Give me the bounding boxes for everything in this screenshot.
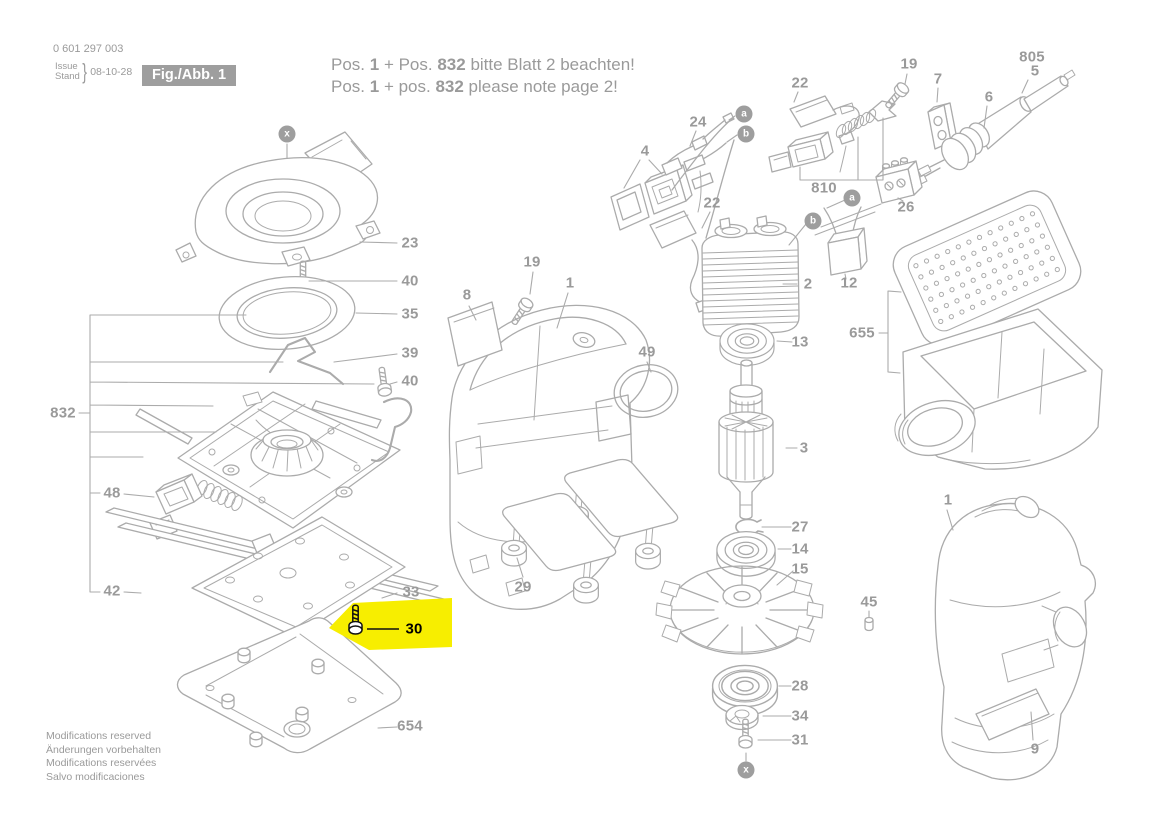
screw-40-mid [374, 365, 393, 398]
callout-8: 8 [462, 286, 472, 304]
callout-34: 34 [791, 707, 809, 725]
callout-22-left: 22 [703, 194, 721, 212]
modifications-line-fr: Modifications reservées [46, 757, 157, 769]
base-plate-654 [176, 617, 402, 754]
callout-23: 23 [401, 234, 419, 252]
sole-plate-assembly-832 [135, 391, 413, 529]
brace-glyph: } [82, 59, 87, 84]
ball-bearing-14 [716, 530, 776, 577]
modifications-line-de: Änderungen vorbehalten [46, 743, 162, 756]
callout-27: 27 [791, 518, 809, 536]
highlight-position-30 [329, 598, 452, 650]
callout-4: 4 [640, 142, 650, 160]
screw-19-right [881, 80, 912, 112]
fan-15 [655, 565, 824, 655]
callout-35: 35 [401, 305, 419, 323]
modifications-line-en: Modifications reserved [46, 730, 152, 742]
stand-label: Stand [55, 71, 80, 82]
ball-bearing-28 [711, 664, 779, 716]
callout-810: 810 [811, 179, 837, 197]
marker-b-right: b [804, 212, 822, 230]
callout-1-right: 1 [943, 491, 953, 509]
notice-line-en: Pos. 1 + pos. 832 please note page 2! [331, 77, 618, 96]
issue-stand-date: Issue Stand } 08-10-28 [55, 59, 132, 85]
pin-45 [864, 616, 874, 632]
callout-14: 14 [791, 540, 809, 558]
callout-42: 42 [103, 582, 121, 600]
marker-a-left: a [735, 105, 753, 123]
callout-655: 655 [849, 324, 875, 342]
callout-26: 26 [897, 198, 915, 216]
sealing-ring-49 [613, 364, 679, 418]
callout-654: 654 [397, 717, 423, 735]
callout-24: 24 [689, 113, 707, 131]
sanding-plate-33 [191, 516, 406, 638]
callout-2: 2 [803, 275, 813, 293]
marker-a-right: a [843, 189, 861, 207]
issue-date: 08-10-28 [90, 66, 133, 78]
callout-31: 31 [791, 731, 809, 749]
callout-15: 15 [791, 560, 809, 578]
notice-line-de: Pos. 1 + Pos. 832 bitte Blatt 2 beachten… [331, 55, 635, 74]
fan-cover-23 [175, 131, 381, 267]
seal-ring-35 [218, 276, 356, 350]
figure-badge: Fig./Abb. 1 [142, 65, 237, 86]
callout-5: 5 [1030, 62, 1040, 80]
marker-b-left: b [737, 125, 755, 143]
modifications-note: Modifications reserved Änderungen vorbeh… [46, 730, 161, 784]
callout-22-top: 22 [791, 74, 809, 92]
callout-19-left: 19 [523, 253, 541, 271]
label-plate-9 [975, 688, 1050, 741]
wire-clip-39 [268, 336, 345, 386]
armature-3 [718, 359, 774, 520]
marker-x-top: x [278, 125, 296, 143]
field-stator-2 [671, 117, 800, 337]
callout-805: 805 [1019, 48, 1045, 66]
callout-39: 39 [401, 344, 419, 362]
callout-40-mid: 40 [401, 372, 419, 390]
part-number: 0 601 297 003 [53, 43, 124, 55]
leader-lines [78, 73, 1034, 762]
brush-holder-set-810 [768, 100, 897, 173]
callout-7: 7 [933, 70, 943, 88]
dust-box-655 [892, 190, 1103, 470]
housing-rear-1 [934, 495, 1096, 781]
page-notice: Pos. 1 + Pos. 832 bitte Blatt 2 beachten… [331, 54, 635, 98]
marker-x-bottom: x [737, 761, 755, 779]
callout-9: 9 [1030, 740, 1040, 758]
callout-45: 45 [860, 593, 878, 611]
issue-label: Issue [55, 60, 78, 72]
callout-28: 28 [791, 677, 809, 695]
capacitor-12 [814, 203, 882, 276]
callout-33: 33 [402, 583, 420, 601]
callout-48: 48 [103, 484, 121, 502]
callout-12: 12 [840, 274, 858, 292]
callout-29: 29 [514, 578, 532, 596]
callout-13: 13 [791, 333, 809, 351]
callout-6: 6 [984, 88, 994, 106]
callout-3: 3 [799, 439, 809, 457]
callout-1-center: 1 [565, 274, 575, 292]
ball-bearing-13 [719, 323, 775, 366]
callout-40-top: 40 [401, 272, 419, 290]
callout-30-highlighted: 30 [405, 620, 423, 638]
cord-grip-6-and-cable-805-5 [883, 69, 1076, 199]
eccentric-washer-34 [725, 704, 759, 731]
terminal-block-26 [875, 157, 923, 204]
callout-49: 49 [638, 343, 656, 361]
callout-19-right: 19 [900, 55, 918, 73]
modifications-line-es: Salvo modificaciones [46, 770, 145, 783]
damper-legs-29 [501, 458, 679, 604]
callout-832: 832 [50, 404, 76, 422]
